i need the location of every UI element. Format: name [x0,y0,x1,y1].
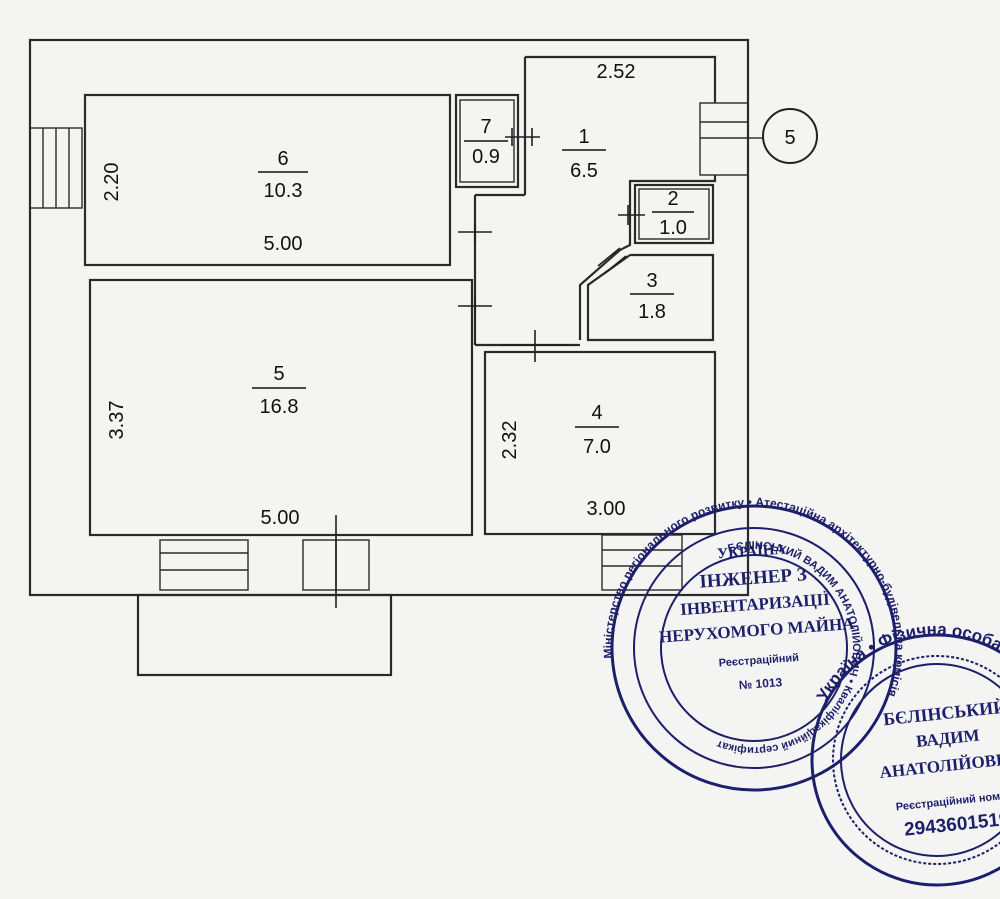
room-1-number: 1 [578,126,589,148]
entrepreneur-stamp-line-1: БЄЛІНСЬКИЙ [882,695,1000,729]
room-4-area: 7.0 [583,436,611,458]
room-4-number: 4 [591,402,602,424]
entrepreneur-stamp-line-2: ВАДИМ [915,725,980,751]
entrance-marker-label: 5 [784,127,795,149]
engineer-stamp-line-2: ІНЖЕНЕР З [699,564,808,592]
engineer-stamp-line-5: Реєстраційний [718,652,799,670]
bottom-stairs [136,515,393,677]
entrepreneur-stamp-line-5: 2943601519 [903,809,1000,841]
right-bottom-stairs [601,534,683,591]
engineer-stamp-line-6: № 1013 [738,675,783,692]
room-7 [454,93,520,189]
dim-room1-top: 2.52 [597,61,636,83]
room-2 [633,183,715,245]
room-2-number: 2 [667,188,678,210]
room-5-number: 5 [273,363,284,385]
room-6-number: 6 [277,148,288,170]
room-6-area: 10.3 [264,180,303,202]
room-2-area: 1.0 [659,217,687,239]
room-5-area: 16.8 [260,396,299,418]
room-5 [88,278,474,537]
engineer-stamp-line-1: УКРАЇНА [717,542,786,563]
dim-room6-bottom: 5.00 [264,233,303,255]
dimension-labels: 2.52 5.00 5.00 3.00 2.20 3.37 2.32 [101,61,635,529]
room-6 [83,93,452,267]
room-labels: 6 10.3 5 16.8 7 0.9 1 6.5 2 1.0 3 1.8 4 … [252,116,694,458]
dim-room6-left: 2.20 [101,163,123,202]
room-7-area: 0.9 [472,146,500,168]
room-4 [483,350,717,536]
entrepreneur-stamp-line-4: Реєстраційний номер [895,789,1000,813]
dim-room4-bottom: 3.00 [587,498,626,520]
dim-room5-left: 3.37 [106,401,128,440]
room-3-number: 3 [646,270,657,292]
room-7-number: 7 [480,116,491,138]
room-3-area: 1.8 [638,301,666,323]
left-stairs [29,127,83,209]
engineer-stamp-line-4: НЕРУХОМОГО МАЙНА [658,614,855,647]
dim-room4-left: 2.32 [499,421,521,460]
entrance-marker: 5 [762,108,818,164]
room-3 [586,253,715,342]
dim-room5-bottom: 5.00 [261,507,300,529]
entrance-door-right [699,102,764,176]
engineer-stamp: Державного комітету будівництва, архітек… [0,0,911,792]
door-markers [458,128,645,362]
room-1-area: 6.5 [570,160,598,182]
entrepreneur-stamp-line-3: АНАТОЛІЙОВИЧ [879,748,1000,782]
